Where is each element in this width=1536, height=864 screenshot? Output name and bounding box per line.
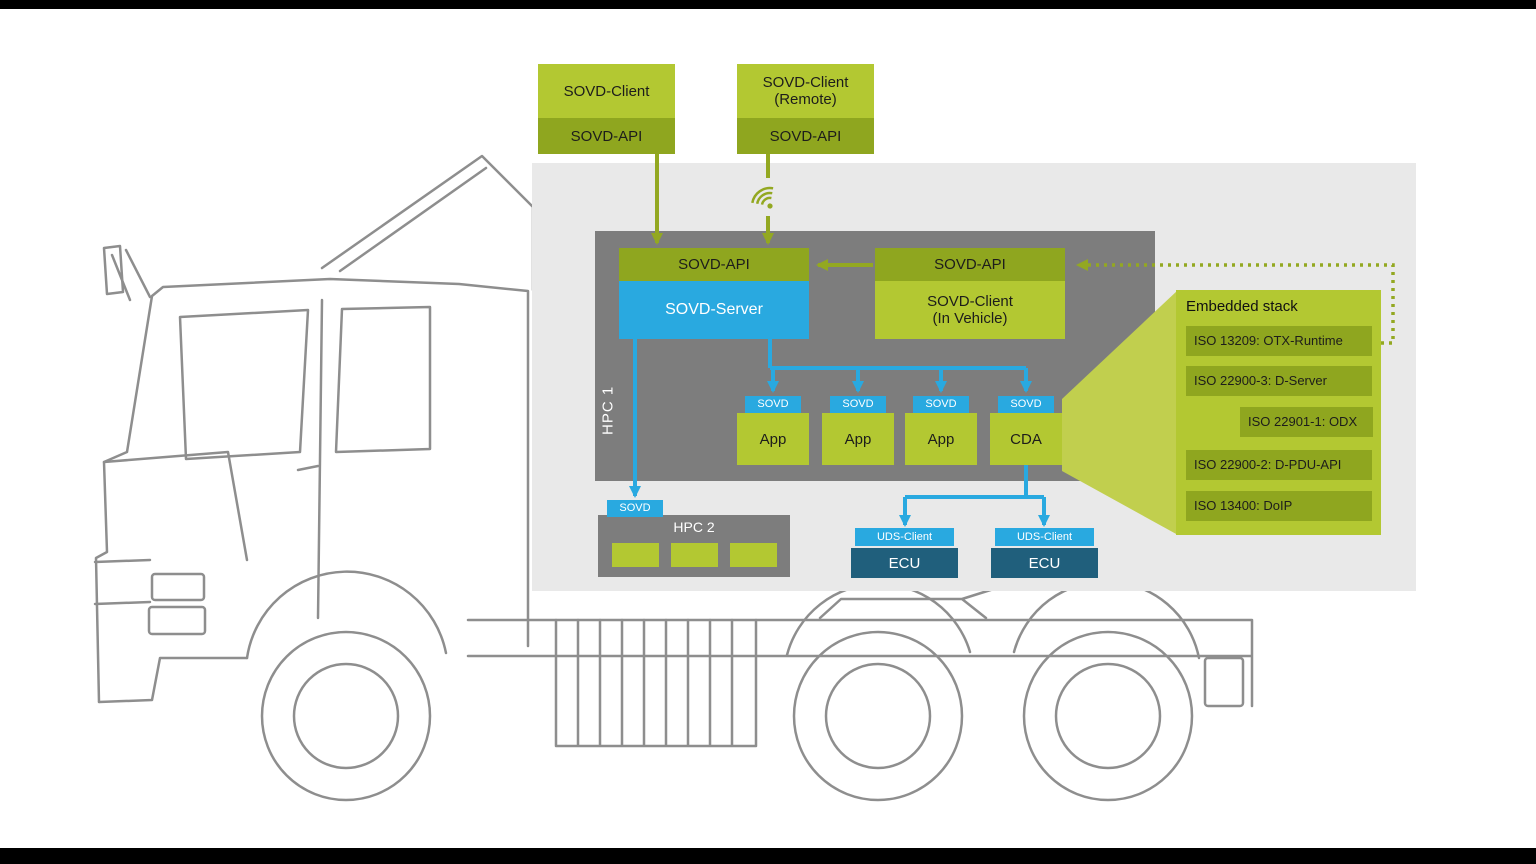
sovd-tag: SOVD [745,396,801,413]
ecu-box: ECU [991,548,1098,578]
sovd-tag: SOVD [998,396,1054,413]
letterbox-top [0,0,1536,9]
hpc1-label: HPC 1 [599,385,617,435]
sovd-api-strip: SOVD-API [538,118,675,154]
embedded-stack-title: Embedded stack [1186,298,1298,315]
uds-client-tag: UDS-Client [855,528,954,546]
hpc2-module [671,543,718,567]
stack-item-doip: ISO 13400: DoIP [1186,491,1372,521]
sovd-api-bar-left: SOVD-API [619,248,809,281]
app-box: App [737,413,809,465]
ecu-box: ECU [851,548,958,578]
sovd-client-box: SOVD-Client SOVD-API [538,64,675,154]
letterbox-bottom [0,848,1536,864]
hpc2-module [730,543,777,567]
cda-box: CDA [990,413,1062,465]
uds-client-tag: UDS-Client [995,528,1094,546]
stack-item-odx: ISO 22901-1: ODX [1240,407,1373,437]
sovd-client-remote-title: SOVD-Client (Remote) [737,64,874,118]
sovd-client-in-vehicle-box: SOVD-Client (In Vehicle) [875,281,1065,339]
sovd-server-box: SOVD-Server [619,281,809,339]
embedded-stack-panel: Embedded stack ISO 13209: OTX-Runtime IS… [1176,290,1381,535]
sovd-api-strip: SOVD-API [737,118,874,154]
hpc2-module [612,543,659,567]
app-box: App [905,413,977,465]
hpc2-label: HPC 2 [673,519,715,535]
stack-item-dpduapi: ISO 22900-2: D-PDU-API [1186,450,1372,480]
sovd-tag: SOVD [830,396,886,413]
app-box: App [822,413,894,465]
sovd-api-bar-right: SOVD-API [875,248,1065,281]
stack-item-dserver: ISO 22900-3: D-Server [1186,366,1372,396]
sovd-tag: SOVD [913,396,969,413]
sovd-tag: SOVD [607,500,663,517]
stack-item-otx: ISO 13209: OTX-Runtime [1186,326,1372,356]
sovd-client-remote-box: SOVD-Client (Remote) SOVD-API [737,64,874,154]
sovd-client-title: SOVD-Client [538,64,675,118]
